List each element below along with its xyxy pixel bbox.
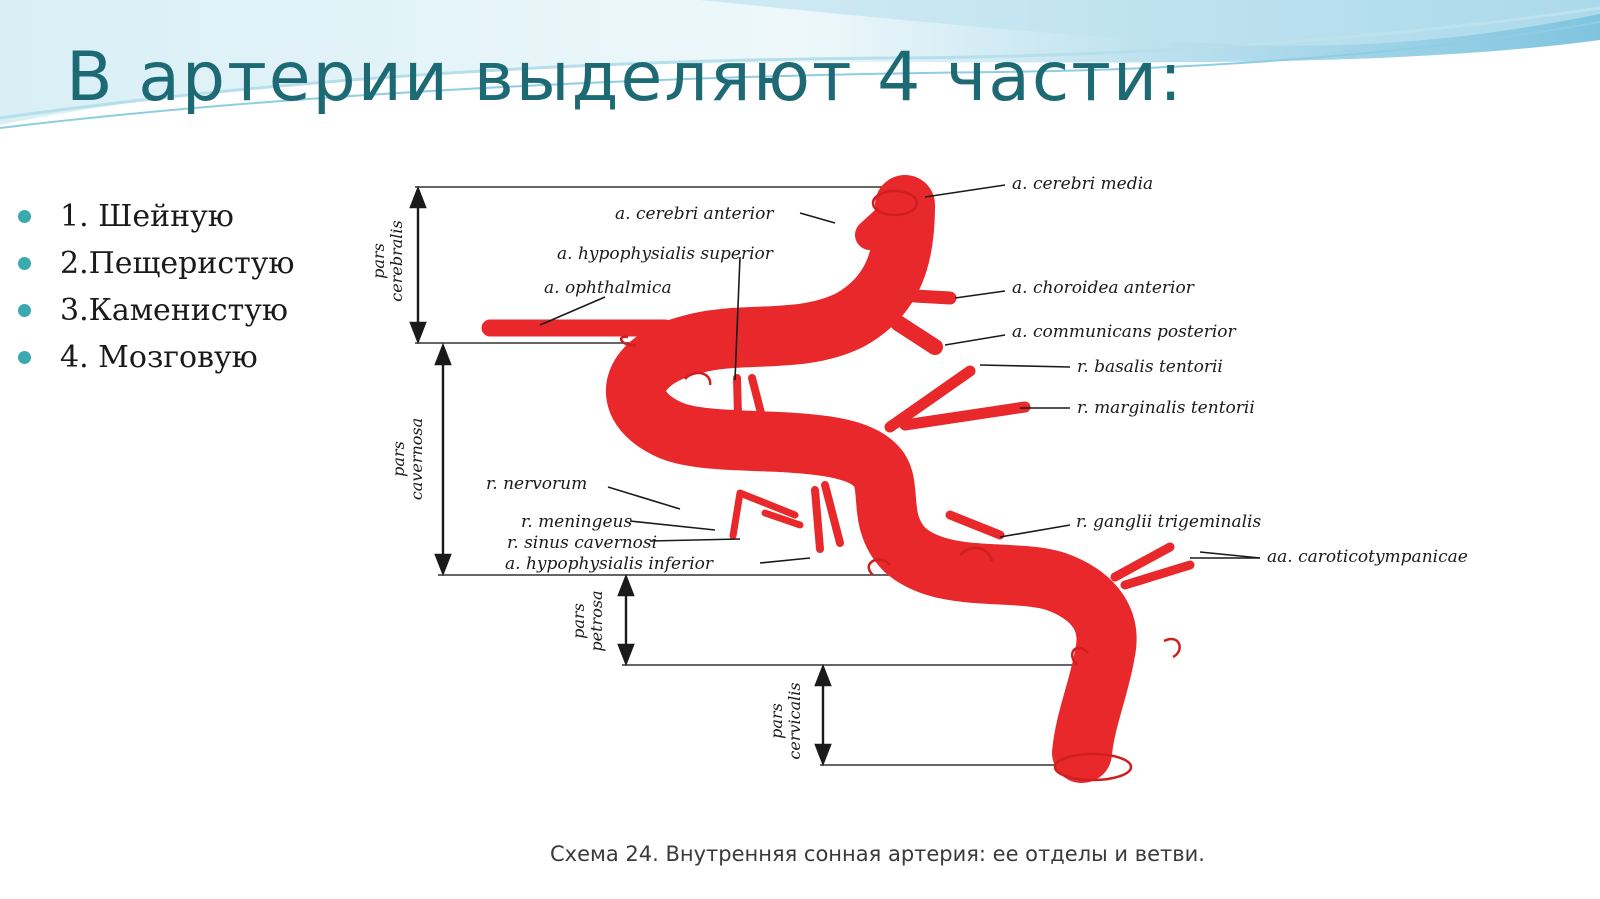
label-cerebri-anterior: a. cerebri anterior bbox=[615, 204, 774, 224]
label-ganglii-trigeminalis: r. ganglii trigeminalis bbox=[1076, 512, 1261, 532]
bullet-dot-icon bbox=[18, 257, 31, 270]
part-label-cervicalis: pars cervicalis bbox=[767, 682, 804, 759]
svg-text:cavernosa: cavernosa bbox=[407, 418, 426, 500]
svg-text:petrosa: petrosa bbox=[587, 590, 606, 651]
list-item-text: 4. Мозговую bbox=[60, 340, 258, 375]
list-item: 3.Каменистую bbox=[14, 290, 295, 337]
leader-lines bbox=[539, 184, 1261, 564]
part-label-cerebralis: pars cerebralis bbox=[369, 220, 406, 301]
label-nervorum: r. nervorum bbox=[486, 474, 587, 494]
bullet-dot-icon bbox=[18, 351, 31, 364]
label-sinus-cavernosi: r. sinus cavernosi bbox=[507, 533, 657, 553]
part-label-petrosa: pars petrosa bbox=[569, 590, 606, 651]
label-caroticotympanicae: aa. caroticotympanicae bbox=[1267, 547, 1468, 567]
list-item: 1. Шейную bbox=[14, 196, 295, 243]
list-item-text: 3.Каменистую bbox=[60, 293, 288, 328]
parts-list: 1. Шейную 2.Пещеристую 3.Каменистую 4. М… bbox=[14, 196, 295, 384]
list-item-text: 2.Пещеристую bbox=[60, 246, 295, 281]
svg-text:pars: pars bbox=[767, 703, 786, 739]
label-choroidea-anterior: a. choroidea anterior bbox=[1012, 278, 1195, 298]
part-arrows bbox=[409, 185, 832, 767]
label-cerebri-media: a. cerebri media bbox=[1012, 174, 1153, 194]
svg-text:pars: pars bbox=[389, 441, 408, 477]
header-wave-decoration bbox=[0, 0, 1600, 129]
list-item: 2.Пещеристую bbox=[14, 243, 295, 290]
part-label-cavernosa: pars cavernosa bbox=[389, 418, 426, 500]
svg-text:pars: pars bbox=[569, 603, 588, 639]
label-hypophysialis-superior: a. hypophysialis superior bbox=[557, 244, 774, 264]
list-item: 4. Мозговую bbox=[14, 337, 295, 384]
label-marginalis-tentorii: r. marginalis tentorii bbox=[1077, 398, 1255, 418]
artery-outlines bbox=[619, 189, 1181, 782]
label-communicans-posterior: a. communicans posterior bbox=[1012, 322, 1237, 342]
artery-diagram: pars cerebralis pars cavernosa pars petr… bbox=[369, 174, 1468, 783]
label-hypophysialis-inferior: a. hypophysialis inferior bbox=[505, 554, 714, 574]
list-item-text: 1. Шейную bbox=[60, 199, 234, 234]
label-basalis-tentorii: r. basalis tentorii bbox=[1077, 357, 1223, 377]
svg-text:cerebralis: cerebralis bbox=[387, 220, 406, 301]
bullet-dot-icon bbox=[18, 304, 31, 317]
carotid-artery bbox=[481, 175, 1195, 783]
label-ophthalmica: a. ophthalmica bbox=[544, 278, 672, 298]
diagram-caption: Схема 24. Внутренняя сонная артерия: ее … bbox=[550, 842, 1205, 866]
svg-text:cervicalis: cervicalis bbox=[785, 682, 804, 759]
label-meningeus: r. meningeus bbox=[521, 512, 632, 532]
slide-title: В артерии выделяют 4 части: bbox=[66, 38, 1184, 117]
svg-text:pars: pars bbox=[369, 243, 388, 279]
part-boundaries bbox=[415, 186, 1110, 766]
bullet-dot-icon bbox=[18, 210, 31, 223]
